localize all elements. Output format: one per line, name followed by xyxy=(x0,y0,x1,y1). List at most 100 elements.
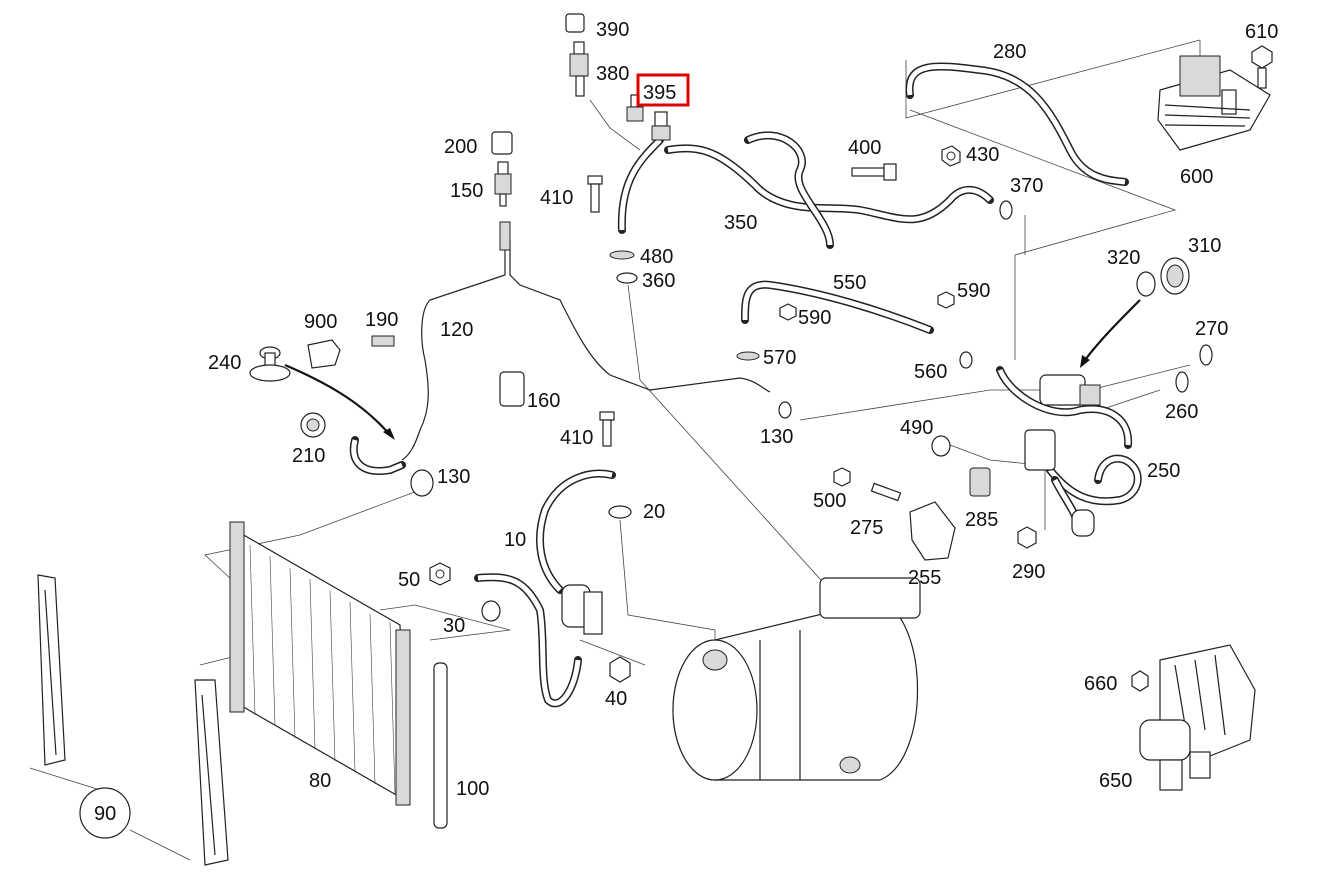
part-380-valve xyxy=(569,41,589,97)
part-20-seal xyxy=(608,505,632,519)
label-210[interactable]: 210 xyxy=(292,445,325,467)
label-430[interactable]: 430 xyxy=(966,144,999,166)
arrows xyxy=(284,299,1141,440)
label-560[interactable]: 560 xyxy=(914,361,947,383)
label-650[interactable]: 650 xyxy=(1099,770,1132,792)
part-660-nut xyxy=(1131,670,1149,692)
part-30-oring xyxy=(481,600,501,622)
part-compressor xyxy=(672,577,921,781)
label-500[interactable]: 500 xyxy=(813,490,846,512)
label-370[interactable]: 370 xyxy=(1010,175,1043,197)
label-80[interactable]: 80 xyxy=(309,770,331,792)
part-360-oring xyxy=(616,272,638,284)
highlight-box-395 xyxy=(636,73,690,107)
label-30[interactable]: 30 xyxy=(443,615,465,637)
label-600[interactable]: 600 xyxy=(1180,166,1213,188)
label-490[interactable]: 490 xyxy=(900,417,933,439)
part-200-cap xyxy=(491,131,513,155)
part-900-bracket xyxy=(307,339,341,369)
label-250[interactable]: 250 xyxy=(1147,460,1180,482)
part-270-oring xyxy=(1199,344,1213,366)
label-20[interactable]: 20 xyxy=(643,501,665,523)
label-410-mid[interactable]: 410 xyxy=(560,427,593,449)
part-310-damper xyxy=(1160,257,1190,295)
part-590-nut-a xyxy=(937,291,955,309)
part-480-seal xyxy=(609,250,635,260)
label-150[interactable]: 150 xyxy=(450,180,483,202)
label-255[interactable]: 255 xyxy=(908,567,941,589)
label-900[interactable]: 900 xyxy=(304,311,337,333)
part-650-valve-unit xyxy=(1139,644,1256,791)
label-320[interactable]: 320 xyxy=(1107,247,1140,269)
part-190-switch xyxy=(371,335,395,347)
part-160-cover xyxy=(499,371,525,407)
part-490-oring xyxy=(931,435,951,457)
part-590-nut-b xyxy=(779,303,797,321)
part-390-cap xyxy=(565,13,585,33)
label-120[interactable]: 120 xyxy=(440,319,473,341)
part-240-plug xyxy=(249,346,291,382)
part-410-bolt-top xyxy=(587,175,603,213)
label-160[interactable]: 160 xyxy=(527,390,560,412)
part-130-oring-a xyxy=(778,401,792,419)
label-390[interactable]: 390 xyxy=(596,19,629,41)
label-360[interactable]: 360 xyxy=(642,270,675,292)
part-400-bolt xyxy=(851,163,897,181)
part-275-stud xyxy=(870,482,902,502)
part-395-sensor xyxy=(626,94,671,141)
label-550[interactable]: 550 xyxy=(833,272,866,294)
part-90-air-seal-b xyxy=(194,679,229,866)
part-90-air-seal-a xyxy=(37,574,66,766)
label-130-b[interactable]: 130 xyxy=(437,466,470,488)
label-400[interactable]: 400 xyxy=(848,137,881,159)
part-410-bolt-mid xyxy=(599,411,615,447)
label-200[interactable]: 200 xyxy=(444,136,477,158)
label-50[interactable]: 50 xyxy=(398,569,420,591)
part-370-oring xyxy=(999,200,1013,220)
label-310[interactable]: 310 xyxy=(1188,235,1221,257)
part-50-nut xyxy=(429,562,451,586)
label-240[interactable]: 240 xyxy=(208,352,241,374)
label-350[interactable]: 350 xyxy=(724,212,757,234)
label-270[interactable]: 270 xyxy=(1195,318,1228,340)
part-320-plug xyxy=(1136,271,1156,297)
parts xyxy=(37,13,1273,866)
part-260-oring xyxy=(1175,371,1189,393)
label-660[interactable]: 660 xyxy=(1084,673,1117,695)
part-10-receiver-drier xyxy=(561,584,603,635)
label-130-a[interactable]: 130 xyxy=(760,426,793,448)
label-260[interactable]: 260 xyxy=(1165,401,1198,423)
part-80-condenser xyxy=(229,521,411,806)
label-190[interactable]: 190 xyxy=(365,309,398,331)
label-100[interactable]: 100 xyxy=(456,778,489,800)
part-250-line-assembly xyxy=(1024,374,1101,537)
label-590-b[interactable]: 590 xyxy=(798,307,831,329)
label-380[interactable]: 380 xyxy=(596,63,629,85)
label-10[interactable]: 10 xyxy=(504,529,526,551)
part-labels: 390 380 395 280 610 600 200 150 410 400 … xyxy=(94,19,1278,825)
part-285-clip xyxy=(969,467,991,497)
part-40-nut xyxy=(609,656,631,683)
label-285[interactable]: 285 xyxy=(965,509,998,531)
part-610-bolt xyxy=(1251,45,1273,89)
part-100-drier-cartridge xyxy=(433,662,448,829)
label-410-top[interactable]: 410 xyxy=(540,187,573,209)
label-290[interactable]: 290 xyxy=(1012,561,1045,583)
label-395[interactable]: 395 xyxy=(643,82,676,104)
part-210-grommet xyxy=(300,412,326,438)
label-570[interactable]: 570 xyxy=(763,347,796,369)
label-280[interactable]: 280 xyxy=(993,41,1026,63)
label-90[interactable]: 90 xyxy=(94,803,116,825)
part-500-nut xyxy=(833,467,851,487)
part-255-valve xyxy=(909,501,956,561)
label-610[interactable]: 610 xyxy=(1245,21,1278,43)
label-40[interactable]: 40 xyxy=(605,688,627,710)
part-290-nut xyxy=(1017,526,1037,549)
part-600-exchanger xyxy=(1157,55,1271,151)
label-590-a[interactable]: 590 xyxy=(957,280,990,302)
part-430-nut xyxy=(941,145,961,167)
label-480[interactable]: 480 xyxy=(640,246,673,268)
part-150-valve xyxy=(494,161,512,251)
label-275[interactable]: 275 xyxy=(850,517,883,539)
